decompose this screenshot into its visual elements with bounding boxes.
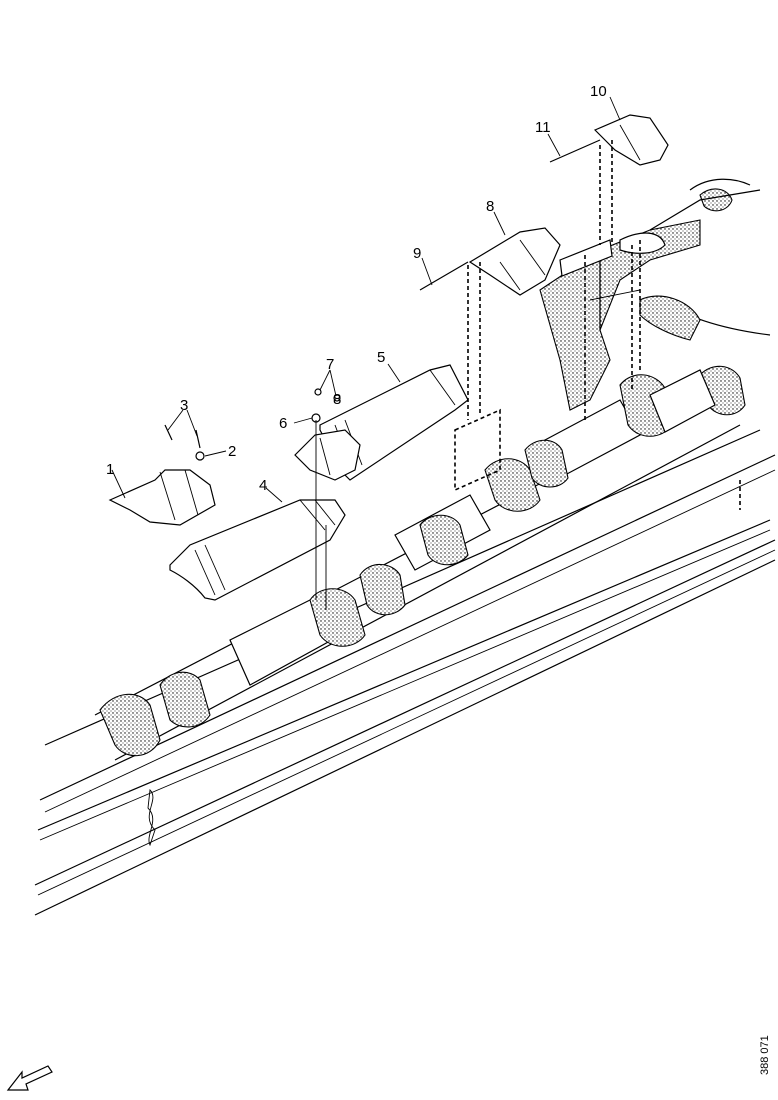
pipe-assembly [94, 365, 746, 761]
callout-8-upper: 8 [486, 198, 494, 215]
callout-9: 9 [413, 245, 421, 262]
arrow-icon [6, 1065, 53, 1091]
callout-2: 2 [228, 443, 236, 460]
callout-8-lower: 8 [333, 391, 341, 408]
callout-6: 6 [279, 415, 287, 432]
frame-rails [34, 429, 776, 916]
crossmember-bracket [539, 178, 771, 411]
callout-11: 11 [535, 119, 551, 136]
callout-3: 3 [180, 397, 188, 414]
callout-7: 7 [326, 356, 334, 373]
callout-labels: 1 2 3 4 5 6 7 8 8 9 10 11 [106, 83, 607, 494]
assembly-guides [315, 140, 741, 610]
callout-5: 5 [377, 349, 385, 366]
heat-shield-8 [468, 227, 561, 296]
drawing-reference: 388 071 [759, 1035, 771, 1075]
fasteners [164, 139, 601, 461]
callout-4: 4 [259, 477, 267, 494]
leader-lines [111, 96, 621, 503]
bracket-1 [108, 469, 216, 526]
callout-10: 10 [590, 83, 607, 100]
heat-shield-4 [169, 499, 346, 601]
bracket-6-7 [294, 429, 361, 481]
callout-1: 1 [106, 461, 114, 478]
heat-shield-10 [593, 114, 669, 166]
